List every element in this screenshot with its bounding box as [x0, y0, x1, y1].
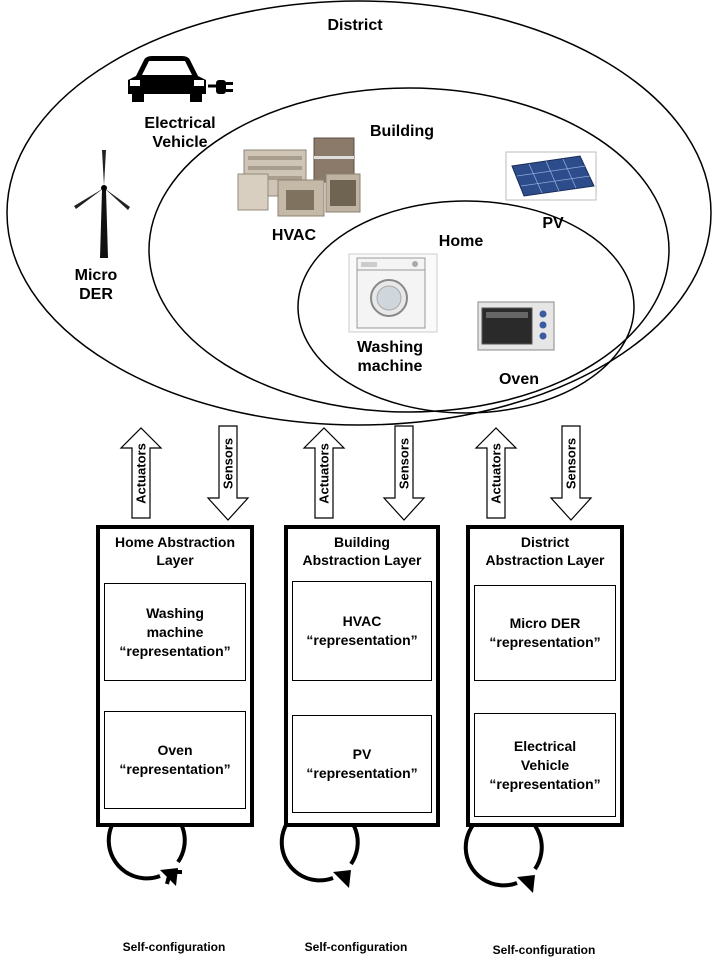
micro-der-label: Micro DER — [74, 267, 118, 303]
arrow-group-building — [302, 425, 426, 521]
building-label: Building — [370, 123, 434, 140]
arrow-group-home — [119, 425, 250, 521]
representation-label: HVAC “representation” — [306, 613, 418, 648]
sensors-arrow — [549, 425, 593, 521]
sensors-arrow — [206, 425, 250, 521]
sensors-label-home: Sensors — [220, 437, 236, 490]
home-ellipse — [297, 200, 635, 414]
self-configuration-label-district: Self-configuration — [492, 943, 596, 957]
actuators-label-building: Actuators — [316, 443, 332, 504]
representation-label: Micro DER “representation” — [489, 615, 601, 650]
building-abstraction-layer: Building Abstraction Layer HVAC “represe… — [284, 525, 440, 827]
home-label: Home — [438, 233, 484, 250]
self-configuration-label-home: Self-configuration — [122, 940, 226, 954]
oven-representation: Oven “representation” — [104, 711, 246, 809]
sensors-arrow — [382, 425, 426, 521]
sensors-label-building: Sensors — [396, 437, 412, 490]
district-label: District — [327, 17, 383, 34]
actuators-arrow — [474, 427, 518, 519]
micro-der-representation: Micro DER “representation” — [474, 585, 616, 681]
ev-representation: Electrical Vehicle “representation” — [474, 713, 616, 817]
sensors-label-district: Sensors — [563, 437, 579, 490]
arrow-group-district — [474, 425, 593, 521]
representation-label: Electrical Vehicle “representation” — [489, 737, 601, 792]
home-abstraction-layer: Home Abstraction Layer Washing machine “… — [96, 525, 254, 827]
building-ellipse — [148, 87, 670, 413]
actuators-arrow — [302, 427, 346, 519]
ev-label: Electrical Vehicle — [144, 115, 216, 151]
wind-turbine-icon — [74, 150, 130, 258]
layer-title: Home Abstraction Layer — [114, 534, 236, 568]
actuators-arrow — [119, 427, 163, 519]
oven-icon — [474, 294, 560, 356]
layer-title: District Abstraction Layer — [485, 534, 605, 568]
washing-machine-label: Washing machine — [356, 339, 424, 375]
car-icon — [128, 56, 233, 102]
actuators-label-home: Actuators — [133, 443, 149, 504]
solar-panel-icon — [505, 151, 597, 201]
district-ellipse — [6, 0, 712, 426]
self-configuration-label-building: Self-configuration — [304, 940, 408, 954]
oven-label: Oven — [498, 371, 539, 388]
representation-label: Washing machine “representation” — [119, 604, 231, 659]
hvac-representation: HVAC “representation” — [292, 581, 432, 681]
hvac-label: HVAC — [271, 227, 317, 244]
pv-label: PV — [542, 215, 564, 232]
representation-label: PV “representation” — [306, 746, 418, 781]
representation-label: Oven “representation” — [119, 742, 231, 777]
pv-representation: PV “representation” — [292, 715, 432, 813]
hvac-icon — [237, 137, 361, 217]
district-abstraction-layer: District Abstraction Layer Micro DER “re… — [466, 525, 624, 827]
actuators-label-district: Actuators — [488, 443, 504, 504]
washing-machine-icon — [348, 253, 438, 333]
washing-machine-representation: Washing machine “representation” — [104, 583, 246, 681]
layer-title: Building Abstraction Layer — [302, 534, 422, 568]
